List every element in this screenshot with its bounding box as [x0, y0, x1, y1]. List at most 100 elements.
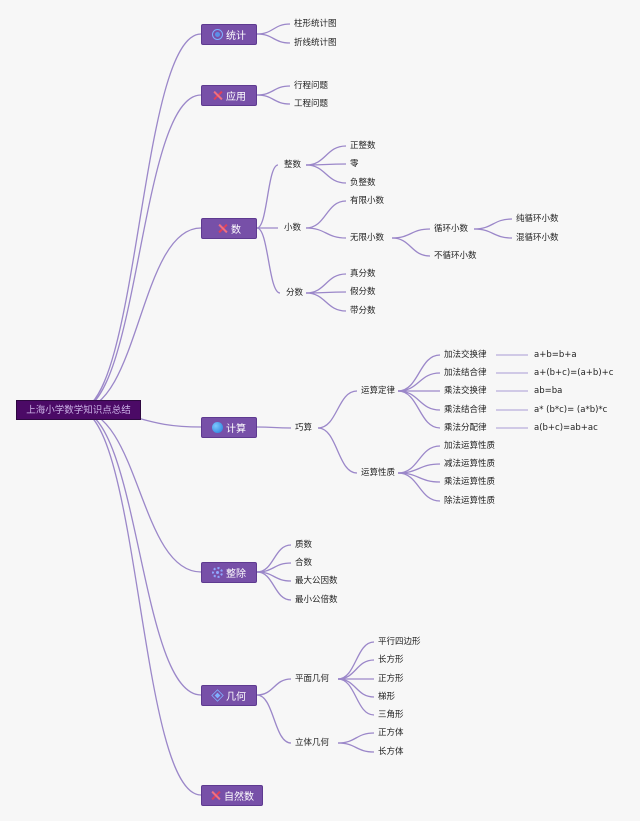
- leaf-decimal-type[interactable]: 不循环小数: [434, 251, 477, 261]
- connector-line: [77, 94, 202, 411]
- law-formula[interactable]: a* (b*c)= (a*b)*c: [534, 405, 608, 415]
- connector-line: [305, 292, 347, 312]
- leaf-application[interactable]: 工程问题: [294, 99, 329, 109]
- leaf-divisibility[interactable]: 合数: [295, 558, 313, 568]
- property-name[interactable]: 减法运算性质: [444, 459, 496, 469]
- tools-icon: [217, 223, 228, 234]
- number-group[interactable]: 整数: [284, 160, 302, 170]
- branch-node-geometry[interactable]: 几何: [201, 685, 257, 706]
- leaf-stats[interactable]: 折线统计图: [294, 38, 337, 48]
- property-name[interactable]: 加法运算性质: [444, 441, 496, 451]
- connector-line: [337, 742, 375, 753]
- connector-line: [337, 659, 375, 680]
- leaf-fraction[interactable]: 真分数: [350, 269, 376, 279]
- connector-line: [305, 227, 347, 239]
- leaf-solid-shape[interactable]: 正方体: [378, 728, 404, 738]
- law-formula[interactable]: a+(b+c)=(a+b)+c: [534, 368, 614, 378]
- leaf-solid-shape[interactable]: 长方体: [378, 747, 404, 757]
- leaf-fraction[interactable]: 假分数: [350, 287, 376, 297]
- law-formula[interactable]: ab=ba: [534, 386, 563, 396]
- branch-node-nature[interactable]: 自然数: [201, 785, 263, 806]
- branch-label: 整除: [226, 569, 246, 580]
- calc-properties[interactable]: 运算性质: [361, 468, 396, 478]
- leaf-divisibility[interactable]: 最大公因数: [295, 576, 338, 586]
- branch-node-divisibility[interactable]: 整除: [201, 562, 257, 583]
- connector-line: [337, 678, 375, 698]
- leaf-recurring[interactable]: 纯循环小数: [516, 214, 559, 224]
- leaf-decimal-type[interactable]: 循环小数: [434, 224, 469, 234]
- connector-line: [256, 23, 291, 35]
- tools-icon: [212, 90, 223, 101]
- law-name[interactable]: 加法结合律: [444, 368, 487, 378]
- leaf-integer[interactable]: 零: [350, 159, 359, 169]
- connector-line: [256, 33, 291, 44]
- connector-line: [256, 571, 292, 601]
- globe-icon: [212, 422, 223, 433]
- property-name[interactable]: 除法运算性质: [444, 496, 496, 506]
- connector-line: [391, 237, 431, 257]
- number-group[interactable]: 小数: [284, 223, 302, 233]
- connector-line: [397, 390, 441, 411]
- property-name[interactable]: 乘法运算性质: [444, 477, 496, 487]
- connector-line: [77, 409, 202, 573]
- leaf-plane-shape[interactable]: 正方形: [378, 674, 404, 684]
- leaf-decimal[interactable]: 有限小数: [350, 196, 385, 206]
- law-name[interactable]: 乘法分配律: [444, 423, 487, 433]
- leaf-recurring[interactable]: 混循环小数: [516, 233, 559, 243]
- root-node[interactable]: 上海小学数学知识点总结: [16, 400, 141, 420]
- geometry-solid[interactable]: 立体几何: [295, 738, 330, 748]
- law-name[interactable]: 乘法结合律: [444, 405, 487, 415]
- leaf-plane-shape[interactable]: 平行四边形: [378, 637, 421, 647]
- calc-laws[interactable]: 运算定律: [361, 386, 396, 396]
- leaf-divisibility[interactable]: 最小公倍数: [295, 595, 338, 605]
- branch-node-stats[interactable]: 统计: [201, 24, 257, 45]
- connector-line: [77, 33, 202, 411]
- leaf-application[interactable]: 行程问题: [294, 81, 329, 91]
- connector-line: [397, 472, 441, 502]
- connector-line: [256, 227, 281, 294]
- law-formula[interactable]: a(b+c)=ab+ac: [534, 423, 598, 433]
- leaf-integer[interactable]: 负整数: [350, 178, 376, 188]
- leaf-decimal[interactable]: 无限小数: [350, 233, 385, 243]
- shape-icon: [211, 689, 224, 702]
- connector-line: [256, 164, 279, 229]
- connector-line: [473, 228, 513, 239]
- branch-node-numbers[interactable]: 数: [201, 218, 257, 239]
- leaf-plane-shape[interactable]: 梯形: [378, 692, 396, 702]
- branch-label: 统计: [226, 31, 246, 42]
- branch-node-application[interactable]: 应用: [201, 85, 257, 106]
- connector-line: [256, 426, 292, 429]
- leaf-plane-shape[interactable]: 长方形: [378, 655, 404, 665]
- leaf-fraction[interactable]: 带分数: [350, 306, 376, 316]
- branch-node-calculation[interactable]: 计算: [201, 417, 257, 438]
- connector-line: [305, 145, 347, 166]
- branch-label: 计算: [226, 424, 246, 435]
- branch-label: 数: [231, 225, 241, 236]
- connector-line: [397, 390, 441, 429]
- calc-group[interactable]: 巧算: [295, 423, 313, 433]
- connector-line: [305, 273, 347, 294]
- leaf-integer[interactable]: 正整数: [350, 141, 376, 151]
- leaf-plane-shape[interactable]: 三角形: [378, 710, 404, 720]
- law-formula[interactable]: a+b=b+a: [534, 350, 577, 360]
- connector-line: [317, 427, 358, 474]
- tools-icon: [210, 790, 221, 801]
- connector-line: [256, 85, 291, 96]
- branch-label: 应用: [226, 92, 246, 103]
- geometry-plane[interactable]: 平面几何: [295, 674, 330, 684]
- branch-label: 自然数: [224, 792, 254, 803]
- number-group[interactable]: 分数: [286, 288, 304, 298]
- branch-label: 几何: [226, 692, 246, 703]
- leaf-stats[interactable]: 柱形统计图: [294, 19, 337, 29]
- connector-line: [77, 409, 202, 796]
- connector-line: [473, 218, 513, 230]
- connector-line: [256, 94, 291, 105]
- connector-line: [305, 200, 347, 229]
- law-name[interactable]: 加法交换律: [444, 350, 487, 360]
- leaf-divisibility[interactable]: 质数: [295, 540, 313, 550]
- connector-line: [305, 164, 347, 184]
- law-name[interactable]: 乘法交换律: [444, 386, 487, 396]
- connector-line: [337, 732, 375, 744]
